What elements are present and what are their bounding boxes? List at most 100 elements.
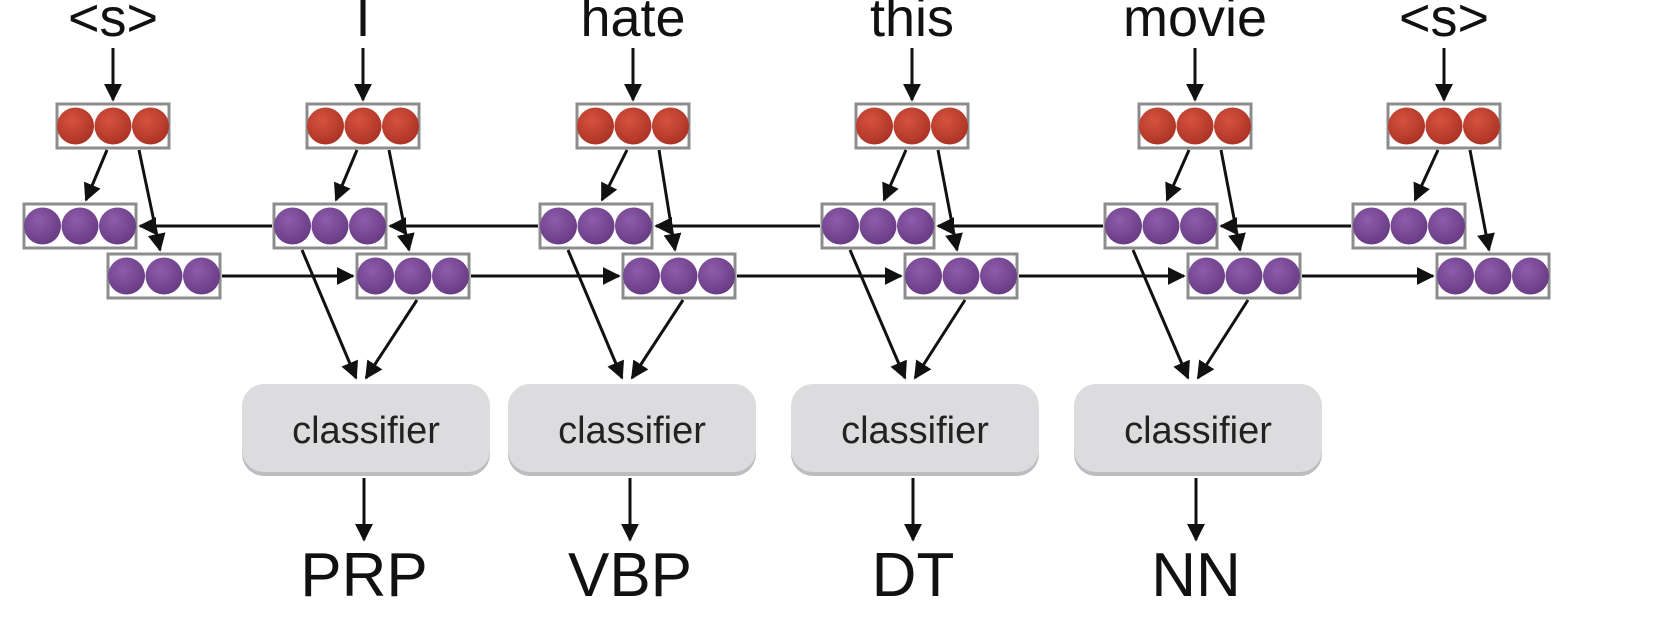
embedding-vector <box>55 102 171 150</box>
forward-hidden-state <box>1186 252 1302 300</box>
embedding-vector-unit <box>1425 107 1463 145</box>
backward-hidden-state-unit <box>1105 207 1142 245</box>
embedding-to-backward-arrow <box>1165 149 1191 202</box>
classifier-body <box>242 384 490 472</box>
forward-hidden-state-unit <box>1225 257 1263 295</box>
backward-hidden-state-unit <box>577 207 615 245</box>
backward-hidden-state-unit <box>1353 207 1390 245</box>
embedding-vector <box>1137 102 1253 150</box>
forward-hidden-state-unit <box>145 257 183 295</box>
forward-hidden-state-unit <box>1512 257 1549 295</box>
embedding-vector-unit <box>57 107 94 145</box>
backward-hidden-state-unit <box>540 207 577 245</box>
forward-hidden-state-unit <box>1474 257 1512 295</box>
embedding-vector-unit <box>382 107 419 145</box>
embedding-vector-unit <box>1139 107 1176 145</box>
embedding-to-forward-arrow <box>1468 149 1495 252</box>
forward-hidden-state-unit <box>183 257 220 295</box>
forward-to-classifier-arrow <box>913 299 967 380</box>
forward-hidden-state <box>621 252 737 300</box>
classifier-box <box>242 384 490 476</box>
embedding-to-backward-arrow <box>600 149 629 202</box>
backward-hidden-state-unit <box>897 207 934 245</box>
arrows <box>83 48 1495 542</box>
output-tag: DT <box>872 541 955 610</box>
token-word: <s> <box>68 0 158 48</box>
forward-hidden-state-unit <box>660 257 698 295</box>
forward-hidden-state <box>106 252 222 300</box>
embedding-vector-unit <box>1214 107 1251 145</box>
forward-hidden-state-unit <box>1188 257 1225 295</box>
embedding-vector <box>575 102 691 150</box>
forward-to-classifier-arrow <box>630 299 685 380</box>
forward-hidden-state-unit <box>905 257 942 295</box>
embedding-to-backward-arrow <box>333 149 359 202</box>
output-tag: NN <box>1151 541 1241 610</box>
embedding-vector-unit <box>1388 107 1425 145</box>
forward-to-classifier-arrow <box>1196 299 1250 380</box>
forward-hidden-state-unit <box>942 257 980 295</box>
backward-hidden-state <box>272 202 388 250</box>
token-word: hate <box>580 0 685 48</box>
embedding-vector-unit <box>1463 107 1500 145</box>
forward-hidden-state-unit <box>1437 257 1474 295</box>
embedding-vector-unit <box>577 107 614 145</box>
backward-hidden-state-unit <box>1180 207 1217 245</box>
embedding-vector-unit <box>132 107 169 145</box>
backward-hidden-state-unit <box>822 207 859 245</box>
backward-hidden-state-unit <box>311 207 349 245</box>
backward-hidden-state <box>1351 202 1467 250</box>
embedding-to-forward-arrow <box>387 149 415 252</box>
embedding-vector-unit <box>931 107 968 145</box>
backward-hidden-state-unit <box>61 207 99 245</box>
embedding-to-backward-arrow <box>83 149 109 202</box>
backward-hidden-state <box>22 202 138 250</box>
token-word: this <box>870 0 954 48</box>
embedding-vector-unit <box>344 107 382 145</box>
embedding-to-backward-arrow <box>882 149 908 202</box>
embedding-vector-unit <box>893 107 931 145</box>
token-word: <s> <box>1399 0 1489 48</box>
forward-hidden-state <box>355 252 471 300</box>
classifier-body <box>1074 384 1322 472</box>
classifier-box <box>1074 384 1322 476</box>
classifier-box <box>508 384 756 476</box>
embedding-vector-unit <box>94 107 132 145</box>
backward-hidden-state-unit <box>1142 207 1180 245</box>
output-tag: PRP <box>300 541 427 610</box>
nodes <box>22 102 1551 476</box>
backward-hidden-state <box>1103 202 1219 250</box>
backward-hidden-state-unit <box>99 207 136 245</box>
forward-hidden-state-unit <box>698 257 735 295</box>
forward-to-classifier-arrow <box>364 299 419 380</box>
embedding-to-forward-arrow <box>1219 149 1246 252</box>
backward-to-classifier-arrow <box>300 249 358 380</box>
embedding-vector-unit <box>1176 107 1214 145</box>
embedding-vector <box>1386 102 1502 150</box>
forward-hidden-state-unit <box>432 257 469 295</box>
forward-hidden-state-unit <box>357 257 394 295</box>
token-word: movie <box>1123 0 1267 48</box>
backward-hidden-state-unit <box>349 207 386 245</box>
classifier-label: classifier <box>1124 410 1272 452</box>
embedding-to-backward-arrow <box>1413 149 1440 202</box>
embedding-vector <box>305 102 421 150</box>
classifier-label: classifier <box>841 410 989 452</box>
backward-hidden-state-unit <box>615 207 652 245</box>
forward-hidden-state-unit <box>623 257 660 295</box>
backward-hidden-state-unit <box>24 207 61 245</box>
backward-hidden-state <box>820 202 936 250</box>
forward-hidden-state-unit <box>108 257 145 295</box>
forward-hidden-state-unit <box>394 257 432 295</box>
embedding-vector-unit <box>307 107 344 145</box>
classifier-body <box>791 384 1039 472</box>
backward-hidden-state-unit <box>859 207 897 245</box>
forward-hidden-state <box>1435 252 1551 300</box>
embedding-vector-unit <box>652 107 689 145</box>
classifier-body <box>508 384 756 472</box>
embedding-vector <box>854 102 970 150</box>
forward-hidden-state <box>903 252 1019 300</box>
classifier-label: classifier <box>292 410 440 452</box>
